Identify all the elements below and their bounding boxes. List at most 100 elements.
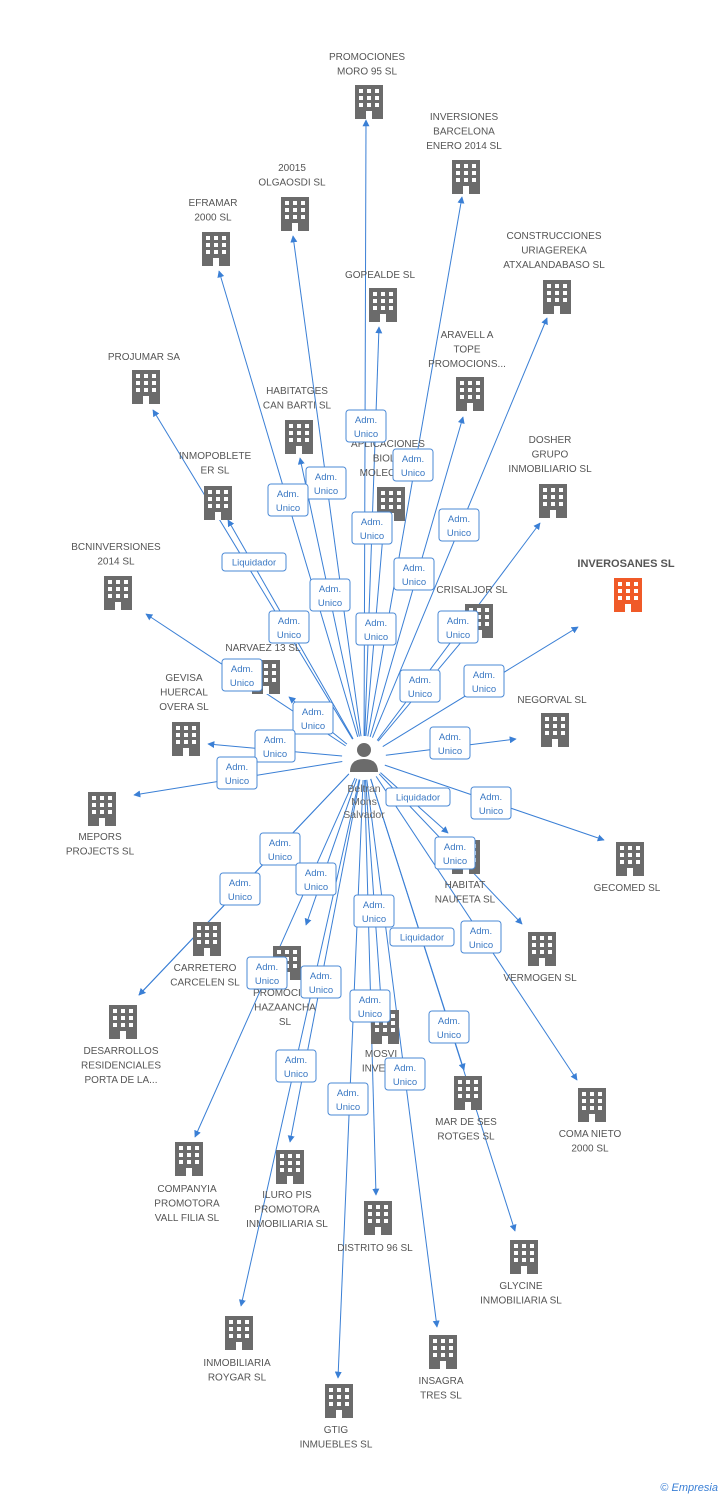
role-badge[interactable]: Adm.Unico	[351, 511, 393, 545]
company-node-negorval[interactable]: NEGORVAL SL	[517, 695, 587, 747]
role-badge[interactable]: Adm.Unico	[309, 578, 351, 612]
role-badge[interactable]: Adm.Unico	[221, 658, 263, 692]
brand-logo-text[interactable]: Empresia	[671, 1482, 718, 1494]
building-icon	[202, 232, 230, 266]
role-badge[interactable]: Adm.Unico	[219, 872, 261, 906]
role-badge[interactable]: Adm.Unico	[384, 1057, 426, 1091]
role-badge[interactable]: Adm.Unico	[268, 610, 310, 644]
role-badge[interactable]: Adm.Unico	[246, 956, 288, 990]
role-label: Unico	[472, 684, 496, 695]
role-badge[interactable]: Adm.Unico	[300, 965, 342, 999]
role-badge[interactable]: Adm.Unico	[438, 508, 480, 542]
company-label: OVERA SL	[159, 702, 209, 713]
building-icon	[454, 1076, 482, 1110]
role-badge[interactable]: Adm.Unico	[353, 894, 395, 928]
company-node-mosvi[interactable]: MOSVIINVES...	[362, 1010, 400, 1075]
role-label: Unico	[446, 630, 470, 641]
role-label: Unico	[228, 892, 252, 903]
company-label: INMUEBLES SL	[300, 1440, 373, 1451]
company-node-aplicaciones[interactable]: APLICACIONESBIOLOMOLECUL...	[351, 439, 425, 521]
role-badge[interactable]: Adm.Unico	[345, 409, 387, 443]
company-node-gecomed[interactable]: GECOMED SL	[594, 842, 661, 894]
company-node-aravell[interactable]: ARAVELL ATOPEPROMOCIONS...	[428, 330, 506, 411]
role-badge[interactable]: Adm.Unico	[295, 862, 337, 896]
role-badge[interactable]: Adm.Unico	[393, 557, 435, 591]
role-badge[interactable]: Liquidador	[389, 927, 455, 947]
company-label: HAZAANCHA	[254, 1003, 316, 1014]
role-badge[interactable]: Adm.Unico	[305, 466, 347, 500]
role-badge[interactable]: Adm.Unico	[254, 729, 296, 763]
company-label: NEGORVAL SL	[517, 695, 587, 706]
role-label: Unico	[469, 940, 493, 951]
role-badge[interactable]: Adm.Unico	[216, 756, 258, 790]
role-badge[interactable]: Adm.Unico	[429, 726, 471, 760]
building-icon	[172, 722, 200, 756]
company-node-distrito[interactable]: DISTRITO 96 SL	[337, 1201, 413, 1254]
role-label: Adm.	[305, 868, 327, 879]
company-label: MOLECUL...	[360, 468, 417, 479]
role-badge[interactable]: Adm.Unico	[392, 448, 434, 482]
role-label: Adm.	[402, 454, 424, 465]
role-badge[interactable]: Adm.Unico	[470, 786, 512, 820]
role-badge[interactable]: Adm.Unico	[275, 1049, 317, 1083]
company-label: ATXALANDABASO SL	[503, 260, 605, 271]
role-badge[interactable]: Adm.Unico	[460, 920, 502, 954]
company-node-gopealde[interactable]: GOPEALDE SL	[345, 270, 415, 322]
company-node-vermogen[interactable]: VERMOGEN SL	[503, 932, 577, 984]
company-label: ARAVELL A	[441, 330, 494, 341]
role-badge-box	[259, 832, 301, 866]
role-badge[interactable]: Adm.Unico	[259, 832, 301, 866]
building-icon	[578, 1088, 606, 1122]
building-icon	[204, 486, 232, 520]
role-label: Unico	[255, 976, 279, 987]
role-badge[interactable]: Adm.Unico	[327, 1082, 369, 1116]
building-icon	[541, 713, 569, 747]
role-badge[interactable]: Adm.Unico	[399, 669, 441, 703]
role-badge[interactable]: Adm.Unico	[428, 1010, 470, 1044]
company-label: TOPE	[453, 345, 480, 356]
role-badge[interactable]: Liquidador	[385, 787, 451, 807]
role-badge[interactable]: Adm.Unico	[463, 664, 505, 698]
role-badge[interactable]: Liquidador	[221, 552, 287, 572]
company-node-narvaez[interactable]: NARVAEZ 13 SL	[225, 643, 301, 694]
company-label: BIOLO	[373, 454, 404, 465]
role-badge-box	[384, 1057, 426, 1091]
role-badge[interactable]: Adm.Unico	[349, 989, 391, 1023]
company-node-inverosanes[interactable]: INVEROSANES SL	[577, 558, 675, 612]
role-label: Unico	[447, 528, 471, 539]
role-badge-box	[246, 956, 288, 990]
role-badge[interactable]: Adm.Unico	[437, 610, 479, 644]
role-badge[interactable]: Adm.Unico	[292, 701, 334, 735]
company-node-crisaljor[interactable]: CRISALJOR SL	[436, 585, 508, 638]
role-badge[interactable]: Adm.Unico	[434, 836, 476, 870]
role-badge-box	[219, 872, 261, 906]
role-badge[interactable]: Adm.Unico	[267, 483, 309, 517]
role-badge[interactable]: Adm.Unico	[355, 612, 397, 646]
building-icon	[539, 484, 567, 518]
company-node-projumar[interactable]: PROJUMAR SA	[108, 352, 181, 404]
